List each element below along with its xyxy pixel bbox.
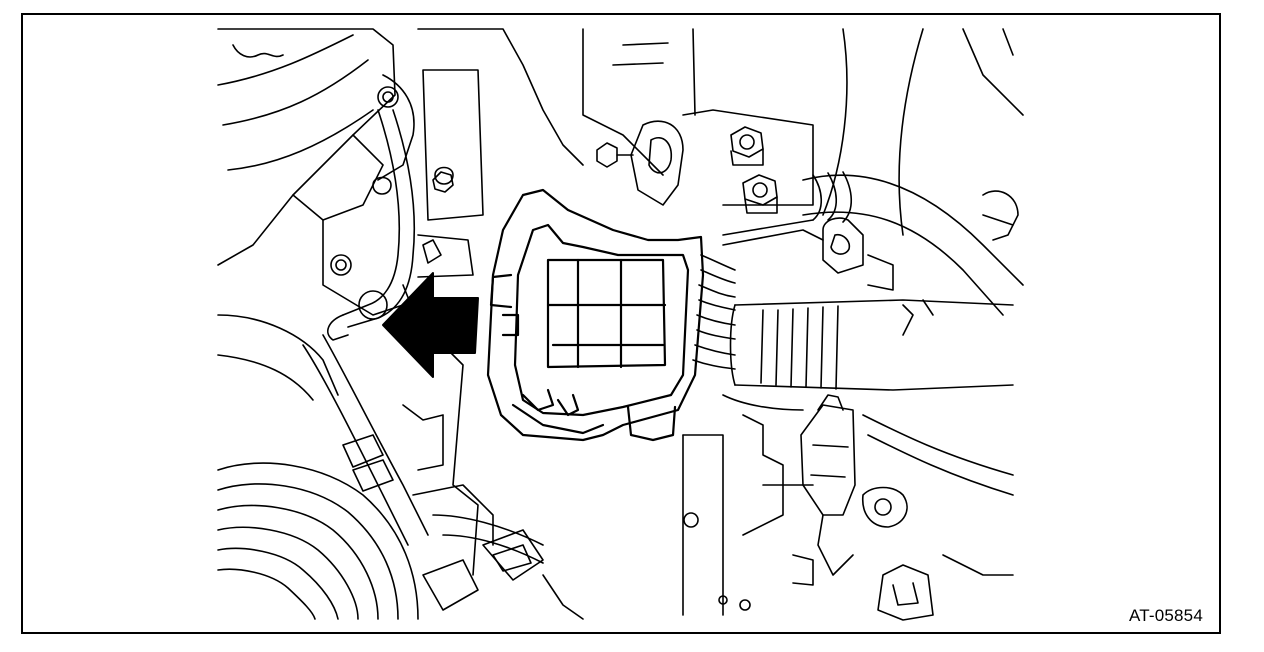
sensor [800,394,856,576]
bolt-left [596,142,634,168]
bolt-upper [730,126,764,166]
valve-body [682,414,1014,621]
lower-connector [422,514,584,620]
engine-connector-illustration [217,28,1024,621]
electrical-connector [486,188,705,442]
pulley [217,334,429,620]
lower-right-pipe [722,394,1014,496]
left-engine-assembly [217,28,415,401]
transmission-case [372,28,584,576]
bolt-lower [742,174,778,214]
wire-harness [692,254,1014,391]
upper-right-hose [722,171,1024,316]
right-side-components [822,28,1024,336]
mounting-bracket [582,28,814,206]
direction-arrow-icon [382,272,479,378]
figure-frame: AT-05854 [21,13,1221,634]
figure-code: AT-05854 [1128,606,1203,625]
hose-pipe [327,109,416,341]
